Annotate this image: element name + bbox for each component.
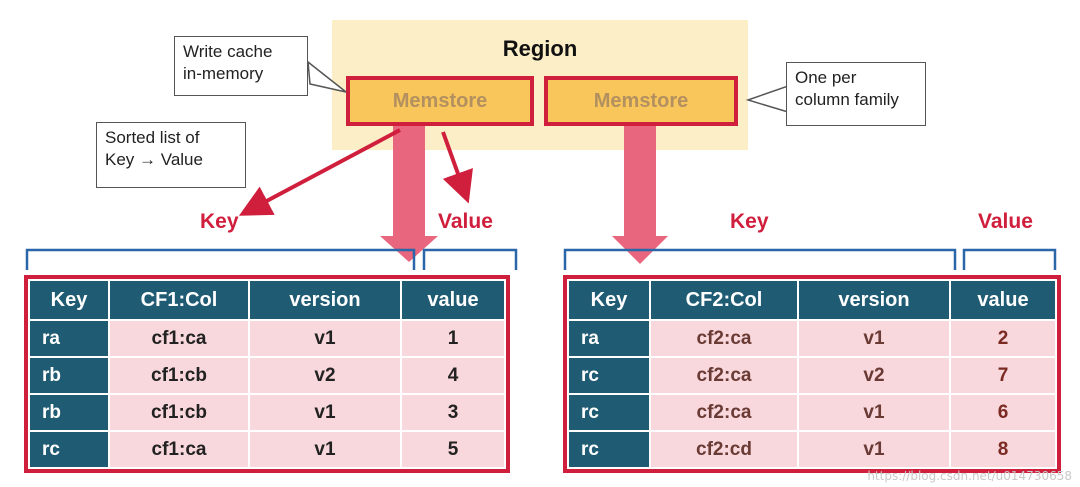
callout-sorted-list: Sorted list of Key → Value	[96, 122, 246, 188]
cell-version: v1	[797, 430, 951, 469]
callout-write-cache: Write cache in-memory	[174, 36, 308, 96]
cell-value: 7	[949, 356, 1057, 395]
cell-value: 5	[400, 430, 506, 469]
cell-col: cf2:ca	[649, 319, 799, 358]
cell-version: v1	[248, 319, 402, 358]
cell-key: rc	[567, 356, 651, 395]
brace-left-key	[25, 248, 416, 270]
callout-line: Write cache	[183, 42, 273, 61]
table-cf2: Key CF2:Col version value ra cf2:ca v1 2…	[563, 275, 1061, 473]
callout-line: column family	[795, 90, 899, 109]
one-per-pointer	[745, 84, 789, 114]
big-arrow-left	[380, 126, 438, 262]
brace-right-value	[962, 248, 1057, 270]
column-header: CF2:Col	[649, 279, 799, 321]
label-value-right: Value	[978, 210, 1033, 233]
label-key-right: Key	[730, 210, 769, 233]
cell-col: cf1:cb	[108, 393, 250, 432]
cell-value: 6	[949, 393, 1057, 432]
watermark-text: https://blog.csdn.net/u014730658	[867, 469, 1072, 483]
cell-col: cf1:cb	[108, 356, 250, 395]
cell-key: rb	[28, 393, 110, 432]
cell-value: 4	[400, 356, 506, 395]
memstore-2: Memstore	[544, 76, 738, 126]
cell-version: v2	[797, 356, 951, 395]
callout-line: in-memory	[183, 64, 264, 83]
column-header: version	[797, 279, 951, 321]
column-header: value	[949, 279, 1057, 321]
table-cf1: Key CF1:Col version value ra cf1:ca v1 1…	[24, 275, 510, 473]
cell-value: 2	[949, 319, 1057, 358]
cell-value: 3	[400, 393, 506, 432]
callout-line: Key → Value	[105, 150, 203, 169]
brace-left-value	[422, 248, 518, 270]
label-key-left: Key	[200, 210, 239, 233]
cell-version: v1	[797, 319, 951, 358]
memstore-1: Memstore	[346, 76, 534, 126]
cell-value: 8	[949, 430, 1057, 469]
callout-line: One per	[795, 68, 857, 87]
table-row: rc cf2:ca v1 6	[567, 393, 1057, 432]
column-header: Key	[567, 279, 651, 321]
table-row: ra cf2:ca v1 2	[567, 319, 1057, 358]
red-arrow-key	[238, 128, 401, 216]
cell-value: 1	[400, 319, 506, 358]
cell-version: v1	[797, 393, 951, 432]
cell-version: v1	[248, 430, 402, 469]
red-arrow-value	[441, 131, 473, 204]
cell-version: v1	[248, 393, 402, 432]
cell-key: ra	[28, 319, 110, 358]
write-cache-pointer	[307, 60, 347, 93]
table-row: rc cf2:ca v2 7	[567, 356, 1057, 395]
cell-key: ra	[567, 319, 651, 358]
cell-col: cf2:ca	[649, 393, 799, 432]
table-row: rc cf2:cd v1 8	[567, 430, 1057, 469]
table-row: rc cf1:ca v1 5	[28, 430, 506, 469]
cell-col: cf1:ca	[108, 319, 250, 358]
table-row: rb cf1:cb v1 3	[28, 393, 506, 432]
cell-key: rc	[567, 430, 651, 469]
label-value-left: Value	[438, 210, 493, 233]
cell-key: rc	[567, 393, 651, 432]
column-header: value	[400, 279, 506, 321]
table-row: rb cf1:cb v2 4	[28, 356, 506, 395]
callout-line: Sorted list of	[105, 128, 200, 147]
cell-key: rc	[28, 430, 110, 469]
column-header: Key	[28, 279, 110, 321]
column-header: version	[248, 279, 402, 321]
cell-key: rb	[28, 356, 110, 395]
column-header: CF1:Col	[108, 279, 250, 321]
callout-one-per: One per column family	[786, 62, 926, 126]
cell-col: cf2:cd	[649, 430, 799, 469]
table-row: ra cf1:ca v1 1	[28, 319, 506, 358]
cell-version: v2	[248, 356, 402, 395]
region-title: Region	[502, 36, 578, 61]
cell-col: cf2:ca	[649, 356, 799, 395]
cell-col: cf1:ca	[108, 430, 250, 469]
brace-right-key	[563, 248, 957, 270]
big-arrow-right	[612, 126, 668, 264]
